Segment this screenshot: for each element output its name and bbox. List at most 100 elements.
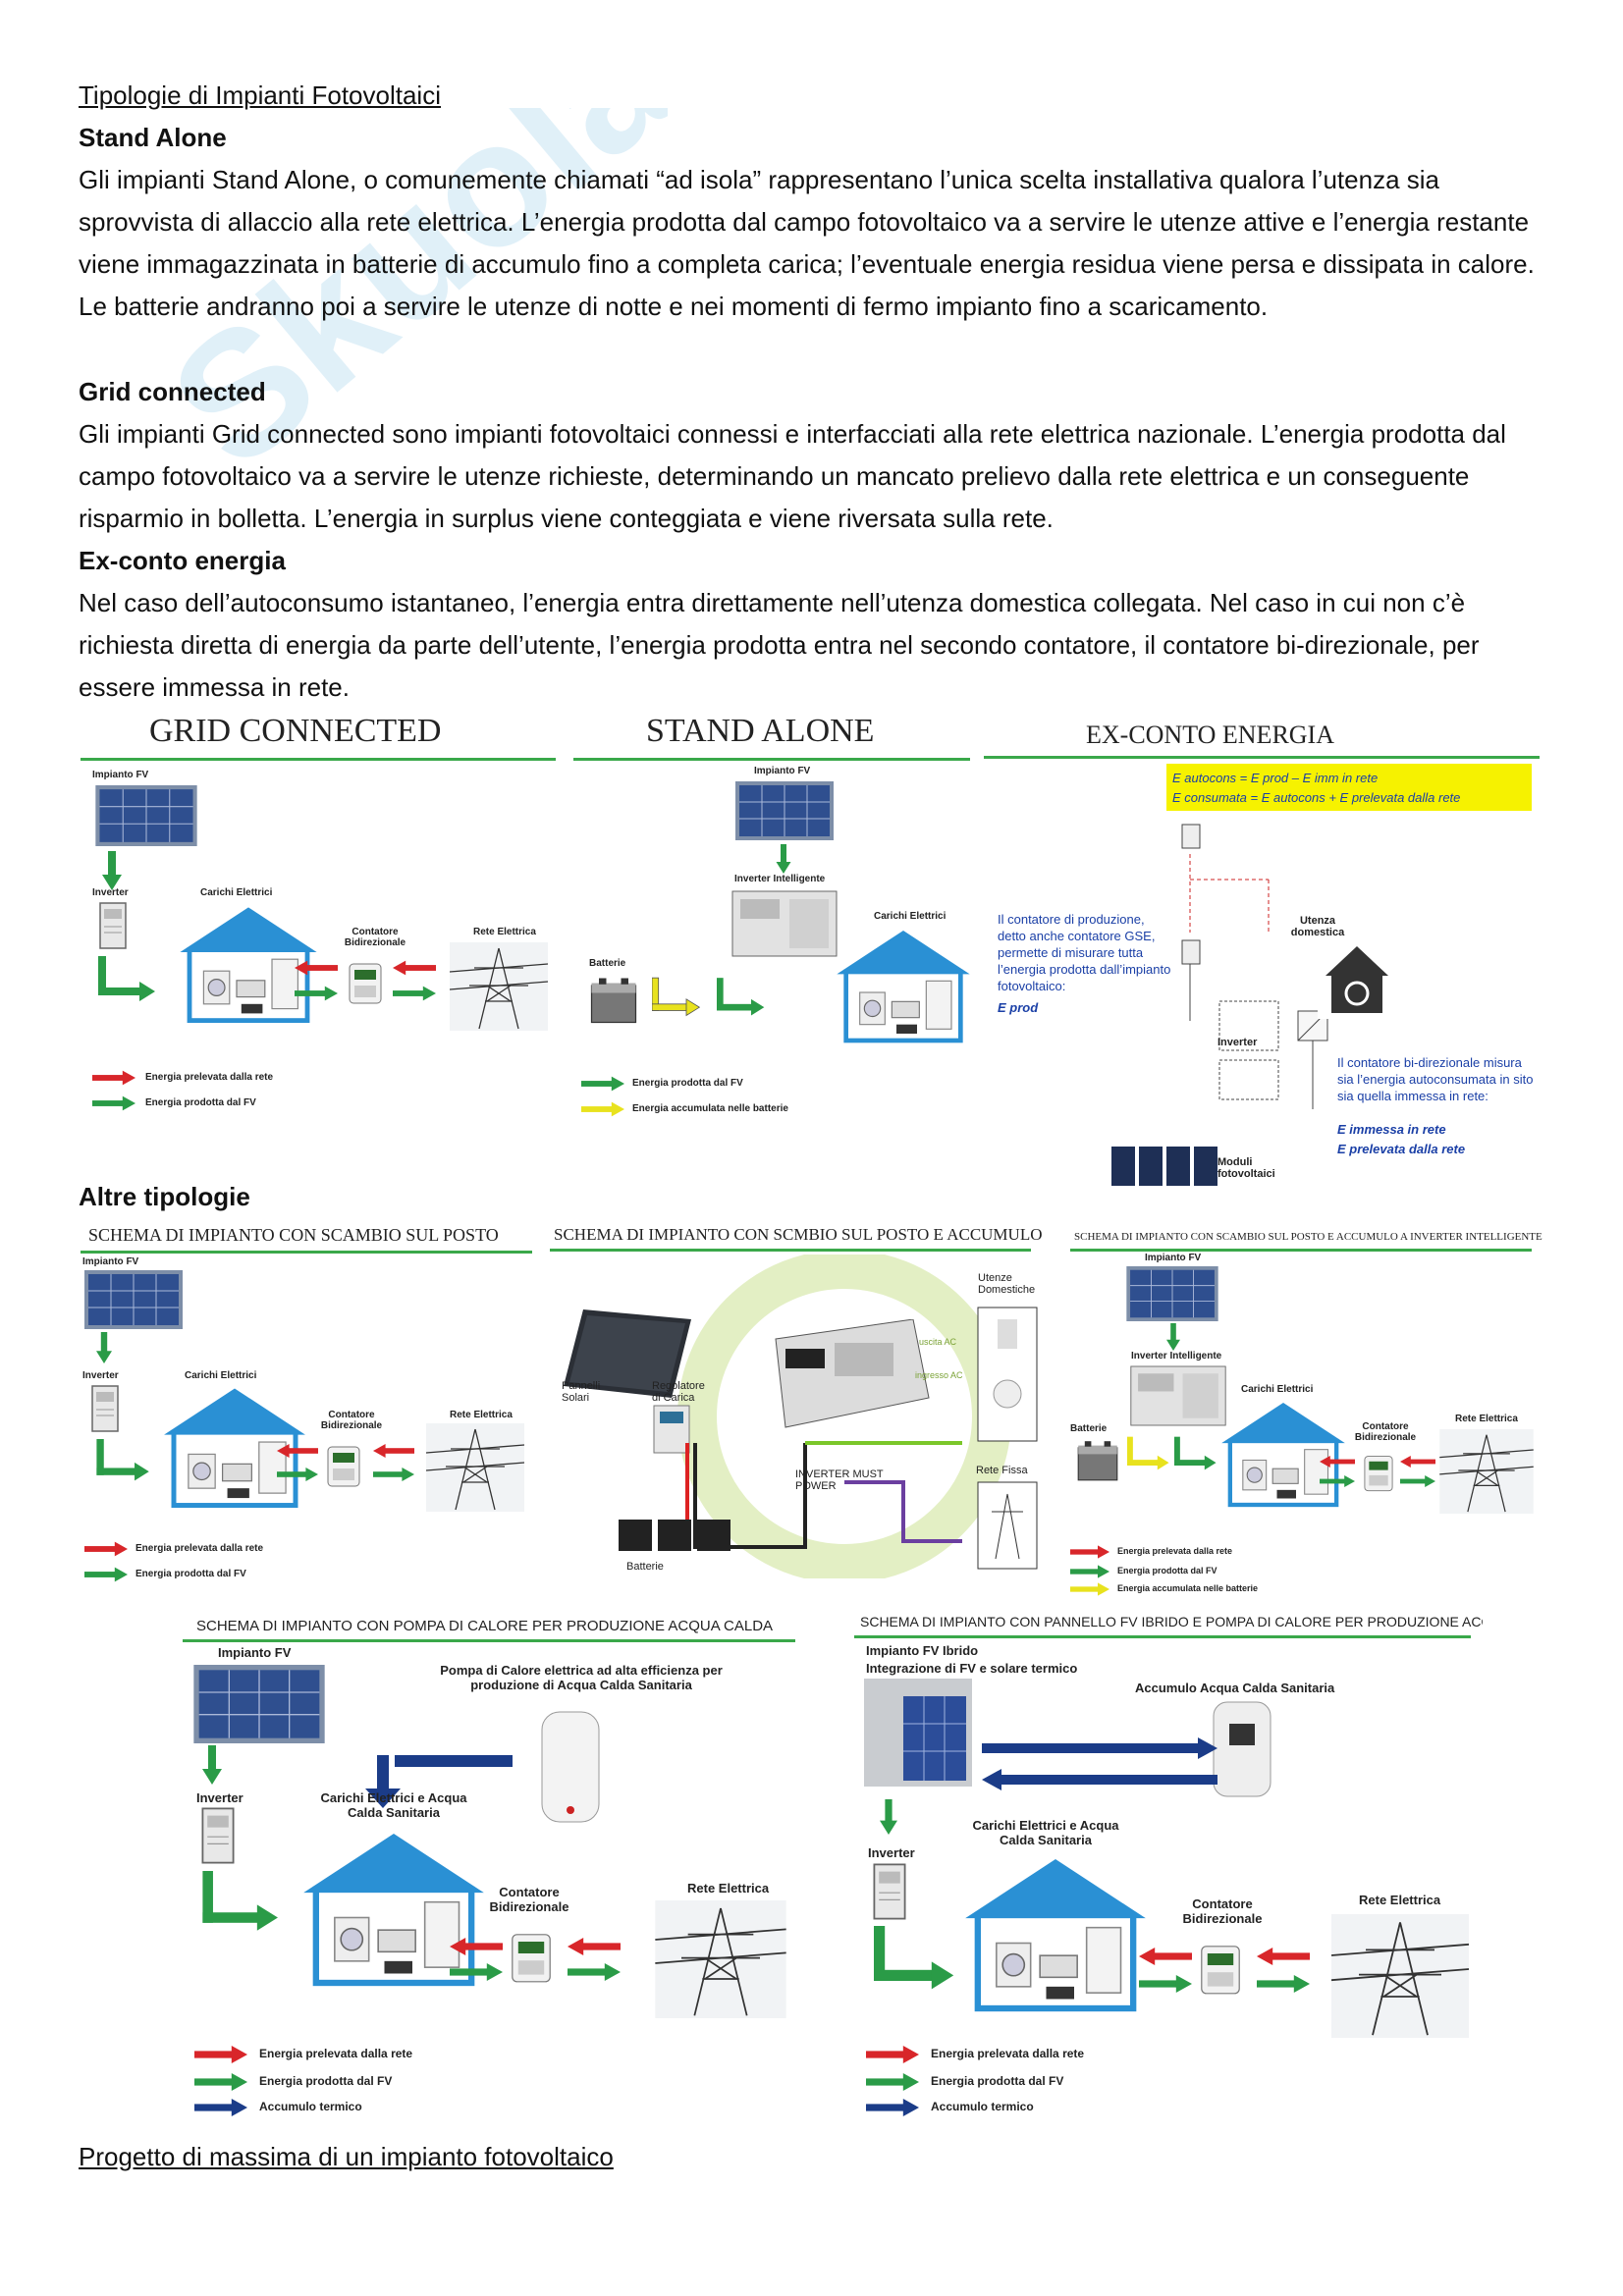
label-inverter: Inverter	[92, 887, 129, 898]
label-rete: Rete Elettrica	[687, 1881, 770, 1896]
label-carichi: Carichi Elettrici	[1241, 1384, 1314, 1395]
diagram-title: SCHEMA DI IMPIANTO CON POMPA DI CALORE P…	[196, 1618, 774, 1634]
legend-yellow-arrow-icon	[581, 1101, 624, 1117]
legend-label-3: Accumulo termico	[931, 2100, 1034, 2113]
meter-icon	[1361, 1453, 1396, 1496]
diagram-scambio-sul-posto: SCHEMA DI IMPIANTO CON SCAMBIO SUL POSTO…	[81, 1221, 534, 1594]
formula-2: E consumata = E autocons + E prelevata d…	[1172, 790, 1461, 805]
label-carichi: Carichi Elettrici	[200, 887, 273, 898]
label-ingresso: ingresso AC	[915, 1370, 963, 1380]
label-rete: Rete Elettrica	[1455, 1414, 1518, 1424]
inverter-must-power-icon	[775, 1319, 930, 1428]
arrow-right-green-icon	[568, 1963, 621, 1981]
legend-label-2: Energia prodotta dal FV	[931, 2074, 1064, 2088]
arrow-right-green-icon	[450, 1963, 503, 1981]
arrow-down-icon	[102, 851, 122, 890]
production-meter-note: Il contatore di produzione, detto anche …	[998, 912, 1171, 993]
label-impianto: Impianto FV	[82, 1256, 139, 1267]
arrow-left-red-icon	[393, 960, 436, 976]
arrow-elbow-icon	[874, 1926, 956, 1995]
arrow-right-green-icon	[277, 1467, 318, 1482]
label-rete-fissa: Rete Fissa	[976, 1465, 1028, 1476]
label-impianto: Impianto FV Ibrido	[866, 1643, 979, 1658]
power-pylon-icon	[450, 942, 548, 1031]
arrow-right-green-icon	[1257, 1975, 1310, 1993]
label-utenza: Utenza domestica	[1290, 915, 1345, 938]
legend-blue-arrow-icon	[194, 2099, 247, 2116]
batteries-icon	[619, 1520, 730, 1551]
label-rete: Rete Elettrica	[1359, 1893, 1441, 1907]
legend-label-1: Energia prelevata dalla rete	[259, 2047, 413, 2060]
diagram-pompa-di-calore: SCHEMA DI IMPIANTO CON POMPA DI CALORE P…	[183, 1614, 811, 2124]
paragraph-grid: Gli impianti Grid connected sono impiant…	[79, 419, 1506, 533]
arrow-elbow-icon	[98, 956, 157, 1005]
arrow-left-red-icon	[277, 1443, 318, 1459]
label-rete: Rete Elettrica	[450, 1410, 513, 1420]
meter-icon	[1196, 1942, 1245, 2001]
label-inverter: Inverter	[868, 1845, 915, 1860]
label-contatore: Contatore Bidirezionale	[344, 927, 406, 948]
arrow-left-red-icon	[450, 1938, 503, 1955]
label-moduli: Moduli fotovoltaici	[1217, 1156, 1275, 1180]
arrow-right-green-icon	[373, 1467, 414, 1482]
legend-label-1: Energia prelevata dalla rete	[145, 1072, 274, 1083]
battery-icon	[589, 976, 638, 1025]
formula-1: E autocons = E prod – E imm in rete	[1172, 771, 1379, 785]
legend-red-arrow-icon	[194, 2046, 247, 2063]
formula-box: E autocons = E prod – E imm in rete E co…	[1166, 764, 1532, 811]
smart-inverter-icon	[731, 890, 838, 957]
title-underline	[854, 1635, 1471, 1638]
diagram-title: EX-CONTO ENERGIA	[1086, 721, 1334, 749]
title-underline	[1070, 1249, 1532, 1252]
label-accumulo: Accumulo Acqua Calda Sanitaria	[1135, 1681, 1335, 1695]
section-title-altre: Altre tipologie	[79, 1182, 250, 1211]
legend-label-1: Energia prodotta dal FV	[632, 1078, 743, 1089]
label-regolatore: Regolatore di Carica	[652, 1380, 705, 1404]
solar-panel-icon	[190, 1665, 328, 1743]
solar-panel-icon	[730, 781, 839, 840]
diagram-title: SCHEMA DI IMPIANTO CON SCMBIO SUL POSTO …	[554, 1225, 1043, 1244]
legend-green-arrow-icon	[1070, 1565, 1109, 1578]
legend-label-1: Energia prelevata dalla rete	[931, 2047, 1085, 2060]
arrow-yellow-icon	[1127, 1433, 1170, 1476]
section-title-ex-conto: Ex-conto energia	[79, 546, 286, 575]
label-contatore: Contatore Bidirezionale	[1182, 1896, 1263, 1926]
diagram-stand-alone: STAND ALONE Impianto FV Inverter Intelli…	[573, 709, 976, 1121]
label-carichi: Carichi Elettrici e Acqua Calda Sanitari…	[320, 1790, 467, 1820]
diagram-scambio-accumulo: SCHEMA DI IMPIANTO CON SCMBIO SUL POSTO …	[550, 1221, 1060, 1584]
legend-green-arrow-icon	[84, 1567, 128, 1582]
legend-yellow-arrow-icon	[1070, 1582, 1109, 1596]
label-pompa: Pompa di Calore elettrica ad alta effici…	[440, 1663, 723, 1692]
water-tank-icon	[1213, 1701, 1271, 1797]
inverter-icon	[98, 901, 128, 950]
solar-panel-icon	[1123, 1266, 1221, 1321]
power-pylon-icon	[426, 1423, 524, 1512]
diagram-title: GRID CONNECTED	[149, 713, 442, 749]
arrow-left-red-icon	[373, 1443, 414, 1459]
solar-modules-icon	[1111, 1147, 1217, 1186]
arrow-yellow-icon	[652, 974, 701, 1023]
arrow-green-icon	[1174, 1433, 1217, 1476]
arrow-right-green-icon	[393, 986, 436, 1001]
arrow-right-green-icon	[1400, 1474, 1435, 1488]
title-underline	[550, 1249, 1031, 1252]
house-icon	[1219, 1400, 1347, 1508]
label-inverter-intelligente: Inverter Intelligente	[734, 874, 826, 884]
arrow-right-green-icon	[1320, 1474, 1355, 1488]
heading-progetto: Progetto di massima di un impianto fotov…	[79, 2142, 614, 2171]
label-batterie: Batterie	[589, 958, 626, 969]
heat-pump-icon	[541, 1711, 600, 1823]
legend-label-3: Accumulo termico	[259, 2100, 362, 2113]
arrow-left-red-icon	[1257, 1948, 1310, 1965]
inverter-icon	[90, 1384, 120, 1433]
label-carichi: Carichi Elettrici e Acqua Calda Sanitari…	[972, 1818, 1119, 1847]
legend-green-arrow-icon	[92, 1095, 135, 1111]
diagram-title: SCHEMA DI IMPIANTO CON SCAMBIO SUL POSTO	[88, 1225, 499, 1245]
label-carichi: Carichi Elettrici	[185, 1370, 257, 1381]
arrow-green-icon	[717, 974, 766, 1023]
label-inverter: Inverter	[196, 1790, 243, 1805]
bidirectional-value-2: E prelevata dalla rete	[1337, 1142, 1466, 1156]
legend-red-arrow-icon	[866, 2046, 919, 2063]
label-impianto: Impianto FV	[1145, 1253, 1202, 1263]
inverter-icon	[200, 1806, 236, 1865]
